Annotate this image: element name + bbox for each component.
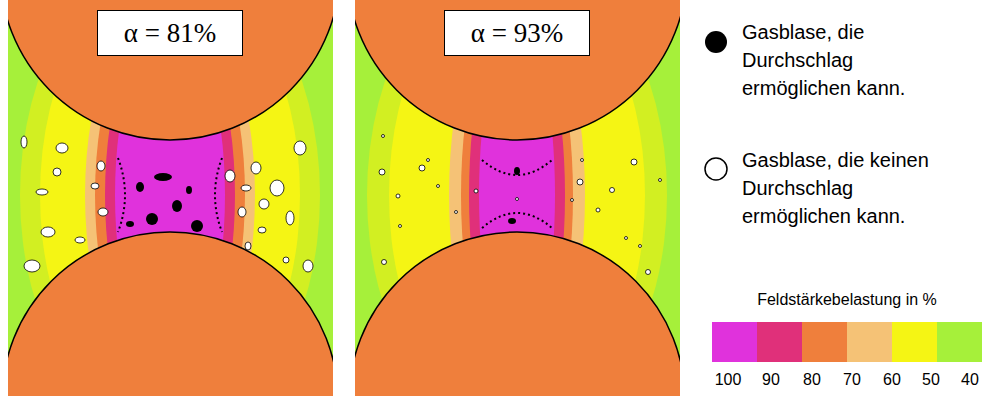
critical-boundary <box>118 158 125 232</box>
harmless-bubble <box>610 188 615 193</box>
harmless-bubble <box>382 135 385 138</box>
harmless-bubble <box>251 162 261 174</box>
colorbar-title: Feldstärkebelastung in % <box>757 290 937 310</box>
harmless-bubble <box>283 257 289 263</box>
harmless-bubble <box>596 208 600 212</box>
harmless-bubble <box>270 180 284 196</box>
harmless-bubble <box>53 168 61 176</box>
harmless-bubble <box>21 136 27 148</box>
colorbar-segment <box>937 322 982 362</box>
harmless-bubble <box>474 189 478 193</box>
electrode-gap-panel <box>355 0 680 396</box>
critical-bubble <box>172 200 182 212</box>
scale-value: 50 <box>922 370 940 390</box>
critical-boundary <box>215 158 222 232</box>
harmless-bubble-symbol <box>705 158 727 180</box>
harmless-bubble <box>379 169 385 175</box>
harmless-bubble <box>382 260 387 265</box>
harmless-bubble <box>241 185 251 191</box>
critical-bubble <box>146 213 158 225</box>
harmless-bubble <box>24 260 40 272</box>
harmless-bubble <box>427 159 430 162</box>
scale-value: 90 <box>762 370 780 390</box>
colorbar-segment <box>892 322 937 362</box>
harmless-bubble <box>97 161 105 171</box>
harmless-bubble <box>399 225 402 228</box>
harmless-bubble <box>625 237 628 240</box>
critical-bubble <box>136 182 144 192</box>
scale-value: 40 <box>961 370 979 390</box>
critical-bubble <box>191 220 203 232</box>
alpha-box: α = 93% <box>444 10 590 56</box>
harmless-bubble <box>581 159 584 162</box>
alpha-box: α = 81% <box>97 10 243 56</box>
legend-entry: Gasblase, die keinen Durchschlag ermögli… <box>742 146 957 230</box>
harmless-bubble <box>294 141 306 155</box>
scale-value: 70 <box>843 370 861 390</box>
colorbar-segment <box>712 322 757 362</box>
bottom-electrode <box>8 232 333 396</box>
harmless-bubble <box>419 165 425 171</box>
harmless-bubble <box>259 199 269 209</box>
critical-bubble <box>126 221 134 227</box>
scale-value: 100 <box>715 370 742 390</box>
critical-bubble-symbol <box>705 31 727 53</box>
colorbar-segment <box>802 322 847 362</box>
top-electrode <box>355 0 680 140</box>
harmless-bubble <box>396 194 400 198</box>
critical-boundary <box>482 160 552 175</box>
scale-value: 80 <box>803 370 821 390</box>
harmless-bubble <box>75 237 85 243</box>
top-electrode <box>8 0 333 140</box>
critical-bubble <box>514 167 520 175</box>
void-fraction: α = 93% <box>469 16 565 50</box>
harmless-bubble <box>286 211 294 225</box>
harmless-bubble <box>639 245 642 248</box>
bottom-electrode <box>355 232 680 396</box>
critical-bubble <box>154 173 172 181</box>
harmless-bubble <box>455 211 458 214</box>
colorbar-segment <box>847 322 892 362</box>
harmless-bubble <box>225 170 235 182</box>
harmless-bubble <box>437 185 440 188</box>
harmless-bubble <box>659 179 662 182</box>
harmless-bubble <box>631 159 637 165</box>
harmless-bubble <box>571 199 574 202</box>
harmless-bubble <box>98 208 108 216</box>
harmless-bubble <box>245 242 251 250</box>
harmless-bubble <box>258 227 266 233</box>
void-fraction: α = 81% <box>122 16 218 50</box>
critical-bubble <box>508 218 516 224</box>
harmless-bubble <box>516 198 519 201</box>
legend-entry: Gasblase, die Durchschlag ermöglichen ka… <box>742 18 957 102</box>
harmless-bubble <box>56 143 68 153</box>
harmless-bubble <box>238 207 246 217</box>
harmless-bubble <box>303 260 313 272</box>
colorbar-segment <box>757 322 802 362</box>
scale-value: 60 <box>883 370 901 390</box>
harmless-bubble <box>646 270 651 275</box>
critical-boundary <box>482 213 552 228</box>
harmless-bubble <box>91 183 99 189</box>
electrode-gap-panel <box>8 0 333 396</box>
critical-bubble <box>186 186 192 194</box>
harmless-bubble <box>41 227 55 237</box>
harmless-bubble <box>36 189 48 195</box>
harmless-bubble <box>577 179 583 185</box>
